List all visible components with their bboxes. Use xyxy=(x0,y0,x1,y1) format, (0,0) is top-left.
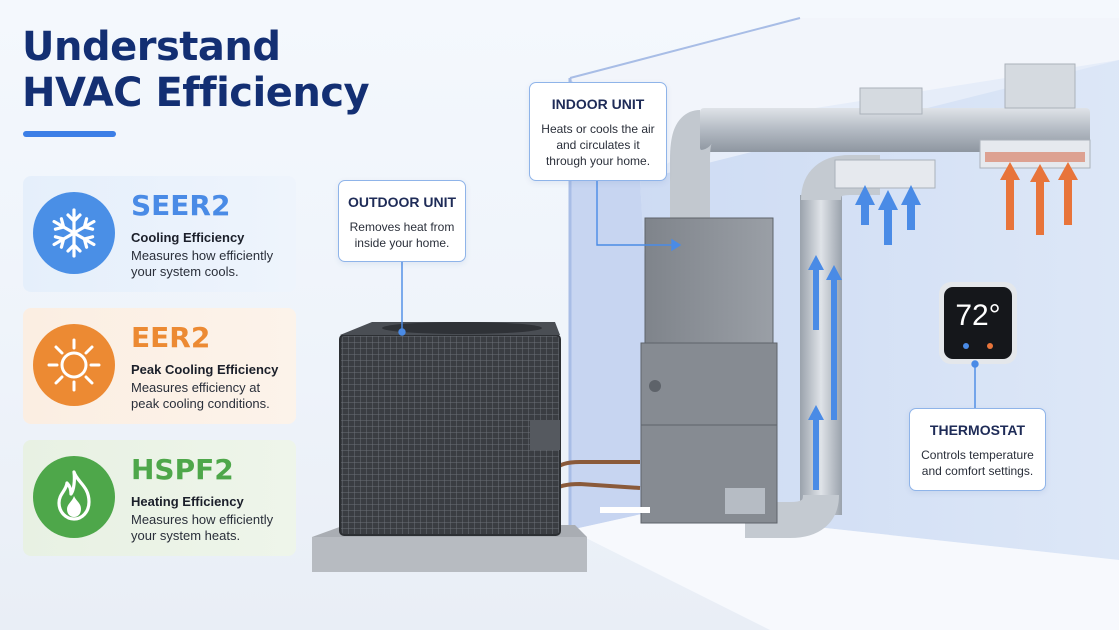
snowflake-icon xyxy=(33,192,115,274)
metric-name: SEER2 xyxy=(131,189,231,222)
callout-outdoor-unit: OUTDOOR UNIT Removes heat from inside yo… xyxy=(338,180,466,262)
flame-icon xyxy=(33,456,115,538)
thermostat-temperature: 72° xyxy=(955,299,1001,332)
metric-description: Measures how efficiently your system hea… xyxy=(131,512,274,543)
title-line-1: Understand xyxy=(22,24,281,70)
page-title: Understand HVAC Efficiency xyxy=(22,24,370,116)
callout-thermostat: THERMOSTAT Controls temperature and comf… xyxy=(909,408,1046,491)
metric-card-hspf2: HSPF2 Heating Efficiency Measures how ef… xyxy=(23,440,296,556)
warm-air-arrows xyxy=(1000,162,1078,235)
callout-text: Controls temperature and comfort setting… xyxy=(921,448,1034,478)
metric-subtitle: Heating Efficiency xyxy=(131,494,244,509)
title-underline xyxy=(23,131,116,137)
thermostat-device xyxy=(939,282,1017,364)
leader-lines xyxy=(398,180,979,408)
metric-name: EER2 xyxy=(131,321,211,354)
title-line-2: HVAC Efficiency xyxy=(22,70,370,116)
cool-air-arrows xyxy=(808,185,921,490)
callout-indoor-unit: INDOOR UNIT Heats or cools the air and c… xyxy=(529,82,667,181)
outdoor-unit xyxy=(312,322,587,572)
metric-card-eer2: EER2 Peak Cooling Efficiency Measures ef… xyxy=(23,308,296,424)
callout-text: Removes heat from inside your home. xyxy=(349,220,455,250)
metric-subtitle: Cooling Efficiency xyxy=(131,230,245,245)
callout-title: INDOOR UNIT xyxy=(551,96,645,112)
callout-title: OUTDOOR UNIT xyxy=(347,194,457,210)
sun-icon xyxy=(33,324,115,406)
callout-text: Heats or cools the air and circulates it… xyxy=(541,122,655,168)
metric-name: HSPF2 xyxy=(131,453,234,486)
indoor-unit xyxy=(640,217,778,524)
metric-description: Measures how efficiently your system coo… xyxy=(131,248,274,279)
ductwork xyxy=(670,63,1091,538)
metric-card-seer2: SEER2 Cooling Efficiency Measures how ef… xyxy=(23,176,296,292)
metric-description: Measures efficiency at peak cooling cond… xyxy=(131,380,270,411)
metric-subtitle: Peak Cooling Efficiency xyxy=(131,362,279,377)
callout-title: THERMOSTAT xyxy=(929,422,1026,438)
